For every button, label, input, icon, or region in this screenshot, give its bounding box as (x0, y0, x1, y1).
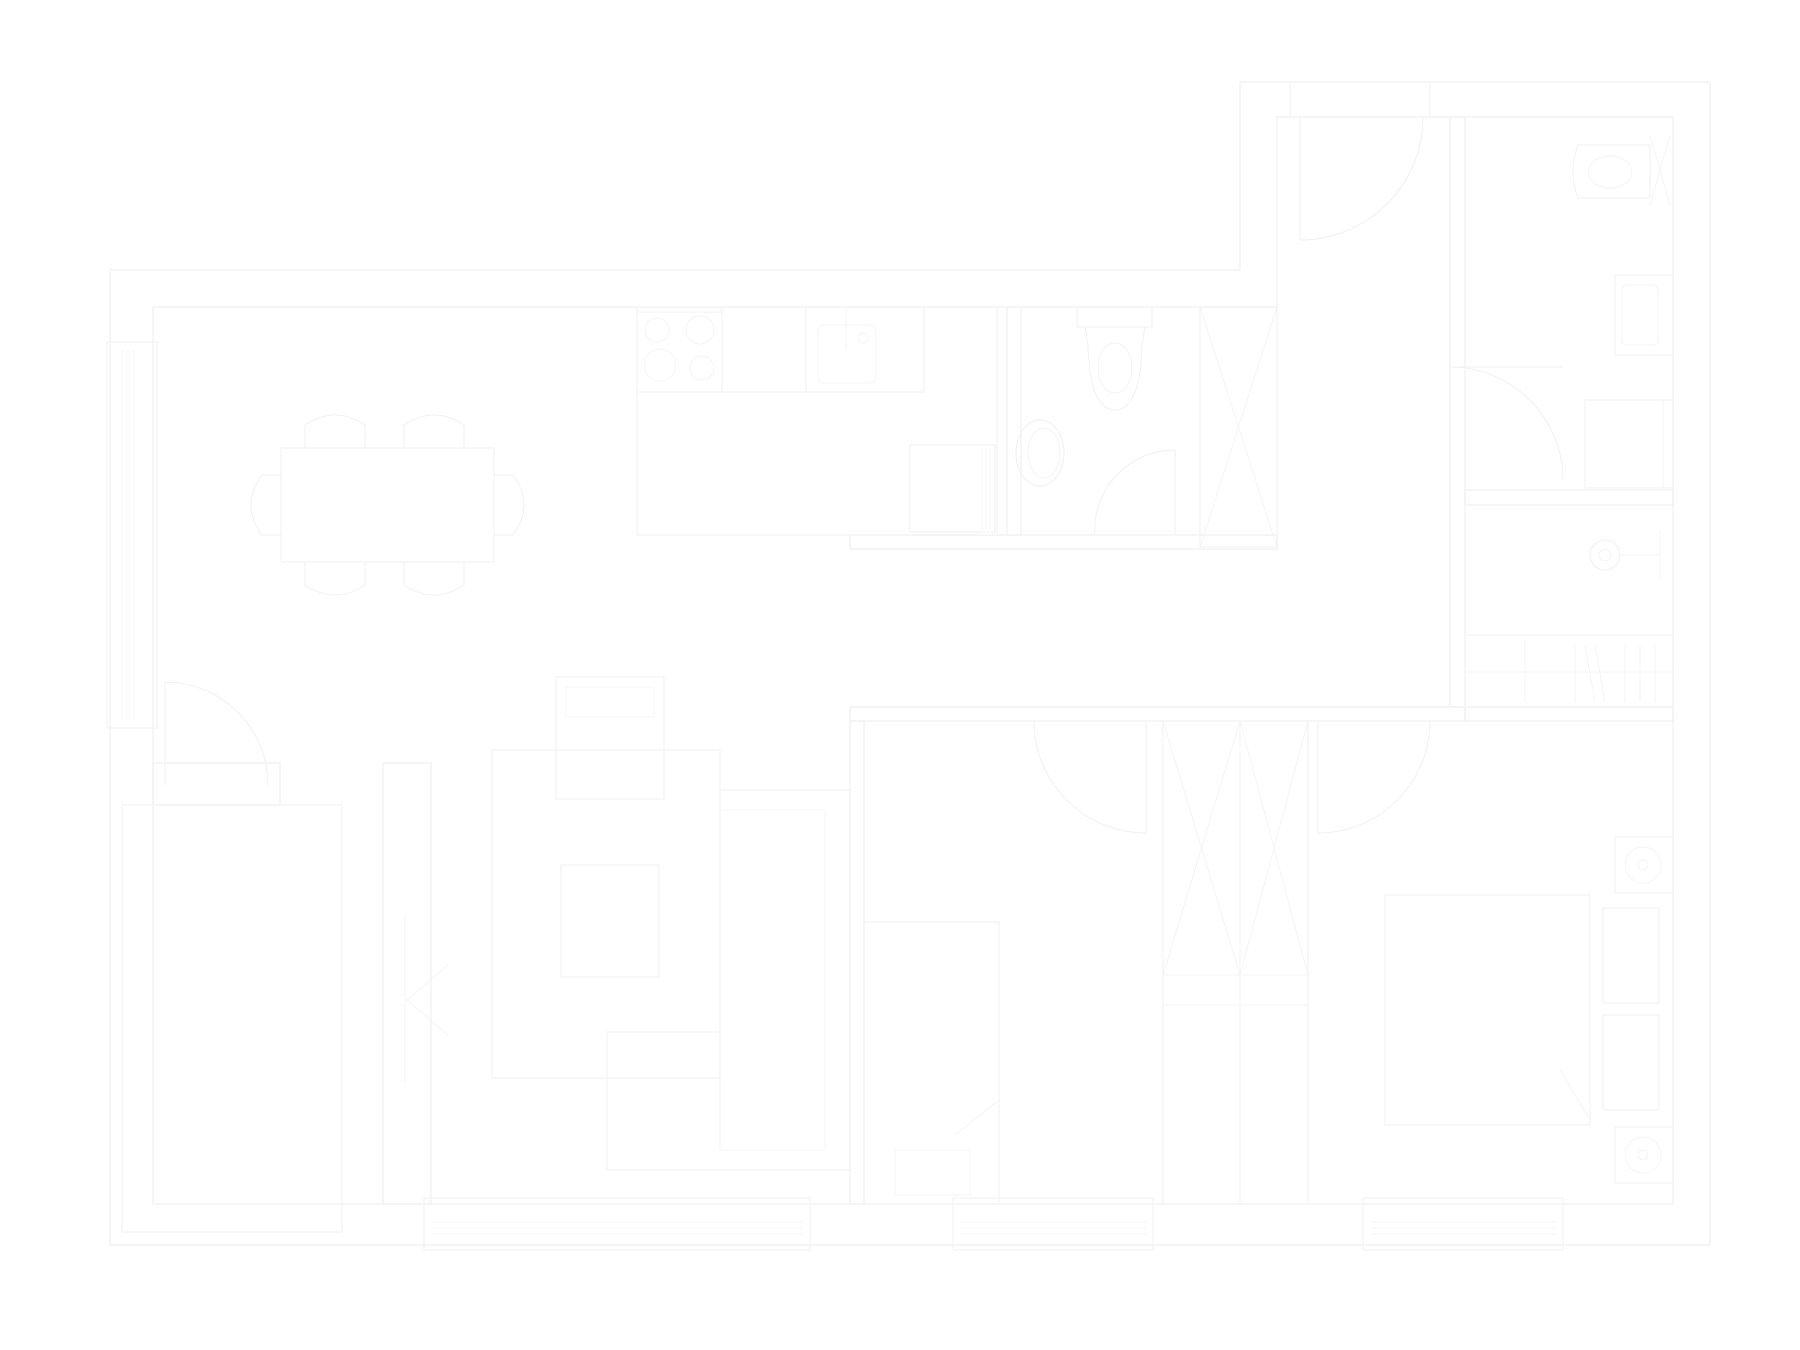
bedroom (863, 720, 1674, 1205)
shelf-unit (1464, 634, 1674, 708)
doors (164, 81, 1564, 834)
door-icon (1317, 720, 1431, 834)
door-icon (1449, 366, 1564, 481)
bathroom (1572, 134, 1674, 489)
living-room (404, 676, 851, 1171)
laundry (1464, 530, 1674, 708)
shower-icon (1584, 399, 1674, 489)
window-icon (952, 1197, 1154, 1251)
bed-icon (1384, 894, 1660, 1126)
sofa-icon (606, 789, 851, 1171)
entrance-closet (121, 804, 343, 1233)
wc (1015, 306, 1278, 548)
window-icon (106, 341, 158, 729)
wall-bathroom-laundry (1464, 489, 1674, 506)
door-icon (1033, 720, 1147, 834)
chair-icon (304, 414, 366, 448)
washbasin-icon (1614, 274, 1674, 356)
interior-walls (152, 116, 1674, 1205)
window-icon (1362, 1197, 1564, 1251)
coffee-table (560, 864, 660, 978)
chair-icon (250, 474, 281, 536)
toilet-icon (1076, 306, 1153, 411)
door-icon (164, 681, 269, 786)
door-icon (1289, 81, 1431, 241)
armchair-icon (555, 676, 665, 800)
window-icon (423, 1197, 811, 1251)
chair-icon (304, 562, 366, 596)
outer-wall-outline (109, 81, 1711, 1246)
wardrobe (1199, 306, 1278, 548)
lamp-icon (1614, 1126, 1674, 1184)
desk (863, 921, 1000, 1205)
washbasin-icon (1015, 419, 1065, 487)
wardrobe (1162, 720, 1309, 1205)
sink-icon (805, 306, 925, 393)
chair-icon (403, 414, 465, 448)
chair-icon (494, 474, 525, 536)
wall-tv-partition (382, 762, 432, 1205)
dining (250, 414, 525, 596)
washing-machine-icon (1589, 530, 1661, 580)
lamp-icon (1614, 836, 1674, 894)
windows (106, 341, 1564, 1251)
table-icon (280, 447, 495, 563)
kitchen (636, 306, 998, 536)
chair-icon (403, 562, 465, 596)
toilet-icon (1572, 134, 1671, 206)
door-icon (1094, 449, 1176, 536)
washing-machine-icon (909, 444, 996, 533)
tv-icon (404, 915, 449, 1082)
